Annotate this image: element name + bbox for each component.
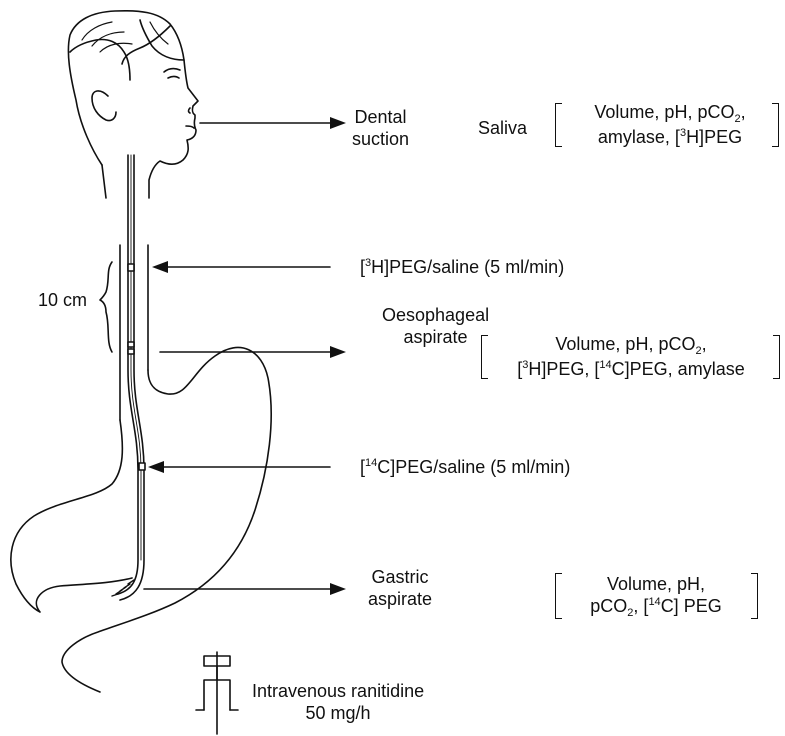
arrowhead-c14-infusion [148,461,164,473]
gastric-params-line1: Volume, pH, [556,573,756,595]
hair-strands [82,22,168,52]
gastric-label: Gastric [368,566,432,588]
mouth [186,126,194,128]
suction-label: suction [352,128,409,150]
head-profile-outline [68,11,198,198]
saliva-params: Volume, pH, pCO2, amylase, [3H]PEG [562,101,778,151]
tube-inner [131,155,141,560]
sidehole-h3 [128,264,134,271]
oesophageal-params-line1: Volume, pH, pCO2, [483,333,779,358]
arrowhead-gastric-aspirate [330,583,346,595]
saliva-params-line2: amylase, [3H]PEG [562,126,778,151]
eyebrow [164,69,180,72]
tube-outer-left [118,155,138,594]
sidehole-asp1 [128,342,134,347]
gastric-sideholes [112,580,134,596]
arrowhead-h3-infusion [152,261,168,273]
oesophageal-bracket-right [773,335,780,379]
length-brace [100,262,112,352]
ranitidine-line1: Intravenous ranitidine [252,680,424,702]
dental-suction-label: Dental suction [352,106,409,150]
nose-nostril [189,108,191,113]
tube-outer-right [120,155,144,600]
gastric-params-line2: pCO2, [14C] PEG [556,595,756,620]
oesophageal-params: Volume, pH, pCO2, [3H]PEG, [14C]PEG, amy… [483,333,779,383]
ranitidine-label: Intravenous ranitidine 50 mg/h [252,680,424,724]
aspirate-label: aspirate [382,326,489,348]
saliva-bracket-right [772,103,779,147]
ranitidine-dose: 50 mg/h [252,702,424,724]
saliva-params-line1: Volume, pH, pCO2, [562,101,778,126]
gastric-params: Volume, pH, pCO2, [14C] PEG [556,573,756,620]
c14-infusion-label: [14C]PEG/saline (5 ml/min) [360,456,570,481]
gastric-aspirate-sublabel: aspirate [368,588,432,610]
length-marker-label: 10 cm [38,289,87,311]
oesophageal-params-line2: [3H]PEG, [14C]PEG, amylase [483,358,779,383]
sidehole-asp2 [128,349,134,354]
stomach-outer-wall [62,347,271,692]
oesophageal-label: Oesophageal [382,304,489,326]
h3-infusion-label: [3H]PEG/saline (5 ml/min) [360,256,564,281]
stomach-inner-wall [11,420,132,612]
eye [168,77,179,79]
gastric-aspirate-label: Gastric aspirate [368,566,432,610]
neck-back [102,165,106,198]
arrowhead-dental-suction [330,117,346,129]
sidehole-c14 [139,463,145,470]
dental-label: Dental [352,106,409,128]
gastric-bracket-right [751,573,758,619]
saliva-label: Saliva [478,117,527,139]
arrowhead-oesophageal-aspirate [330,346,346,358]
saliva-bracket-left [555,103,562,147]
oesophageal-aspirate-label: Oesophageal aspirate [382,304,489,348]
ear-outline [92,91,116,121]
